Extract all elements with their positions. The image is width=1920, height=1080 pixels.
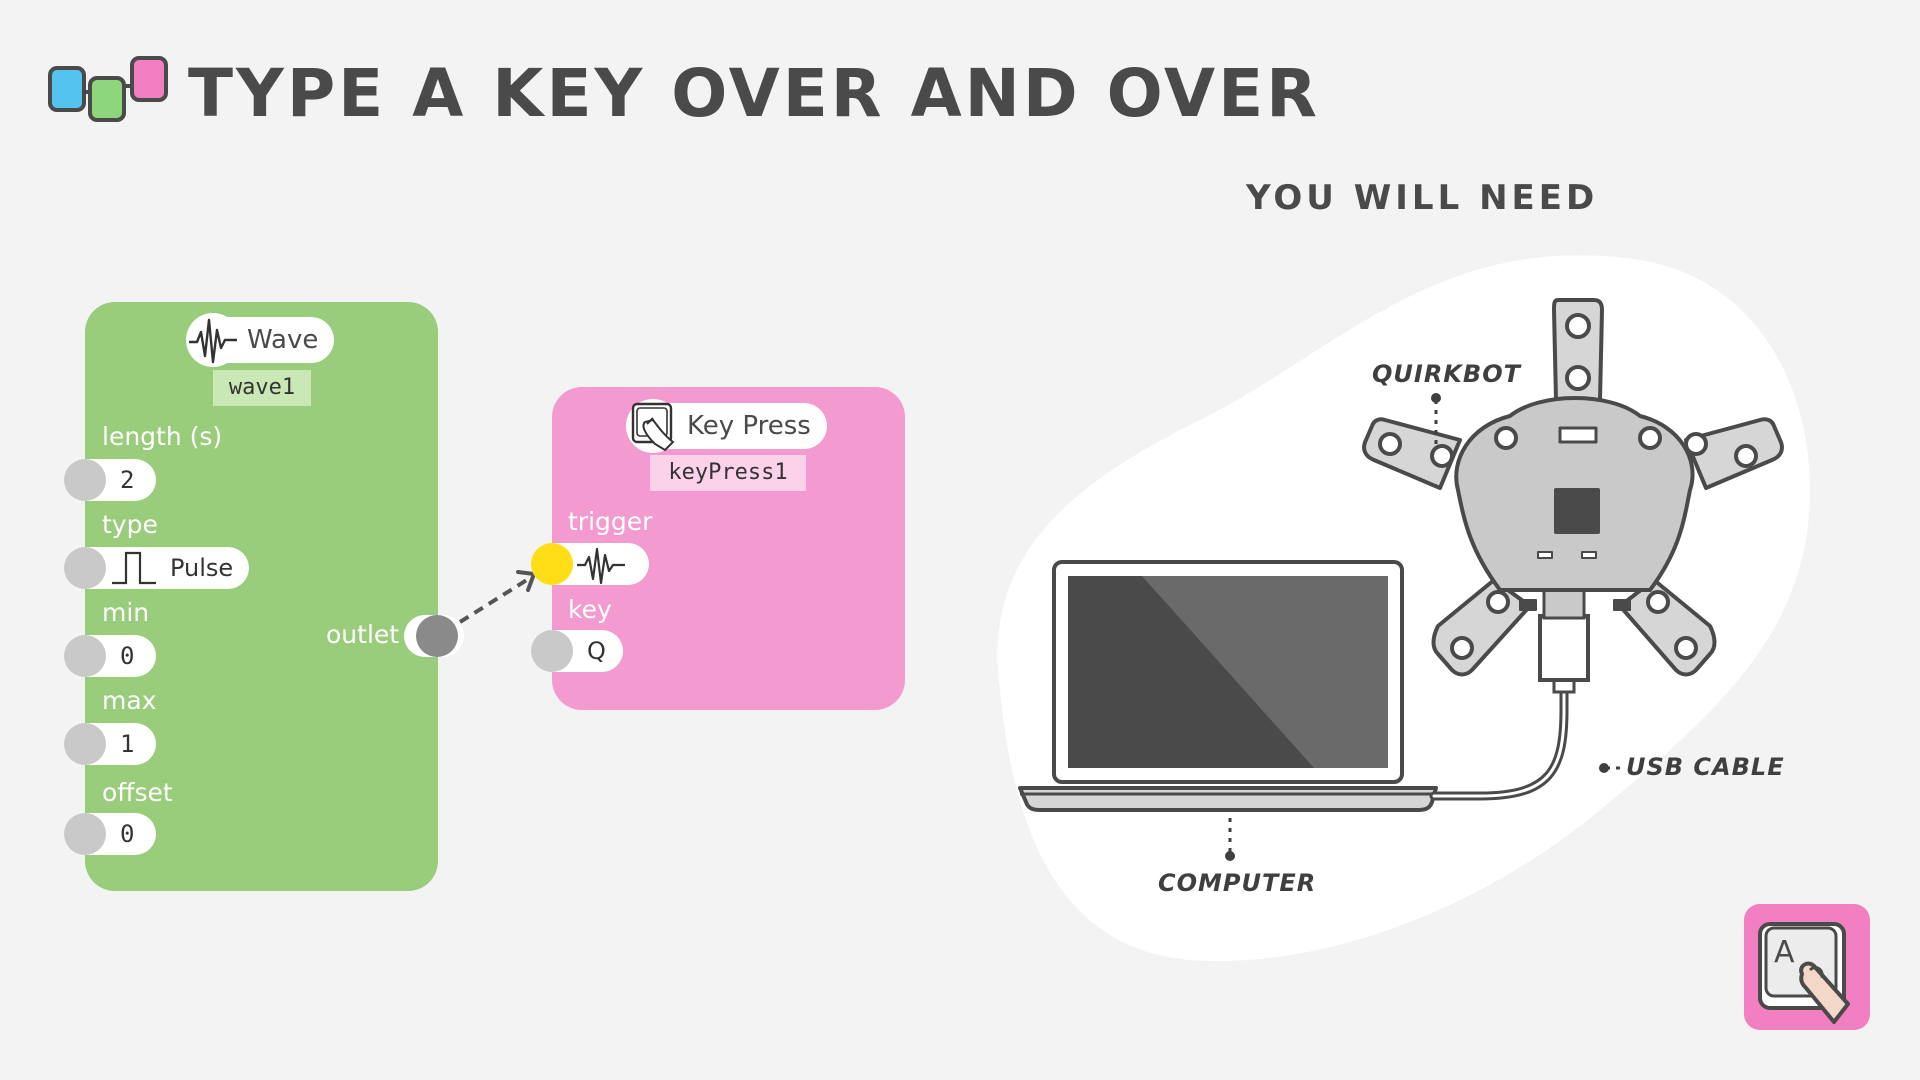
- key-letter: A: [1774, 935, 1795, 970]
- computer-illustration: [1018, 560, 1438, 812]
- callout-usb-cable: USB CABLE: [1626, 753, 1785, 781]
- wave-node-name: Wave: [247, 325, 319, 355]
- param-label-min: min: [102, 598, 150, 627]
- you-will-need-heading: YOU WILL NEED: [1246, 178, 1599, 218]
- outlet-label: outlet: [326, 620, 400, 649]
- page-title: TYPE A KEY OVER AND OVER: [188, 55, 1320, 132]
- param-port-offset[interactable]: 0: [64, 813, 156, 855]
- param-label-type: type: [102, 510, 158, 539]
- param-port-trigger[interactable]: [531, 543, 649, 585]
- inlet-knob[interactable]: [64, 723, 106, 765]
- key-press-node[interactable]: Key Press keyPress1 trigger key Q: [531, 387, 905, 710]
- param-port-key[interactable]: Q: [531, 630, 623, 672]
- wave-icon: [577, 547, 625, 585]
- key-press-node-id: keyPress1: [650, 455, 806, 491]
- inlet-knob[interactable]: [64, 635, 106, 677]
- wave-node-header[interactable]: Wave: [186, 313, 334, 367]
- you-will-need-illustration: [997, 255, 1810, 962]
- param-port-length[interactable]: 2: [64, 459, 156, 501]
- inlet-knob[interactable]: [64, 547, 106, 589]
- param-port-min[interactable]: 0: [64, 635, 156, 677]
- param-value-key[interactable]: Q: [587, 637, 606, 665]
- pulse-icon: [112, 551, 156, 585]
- key-press-node-header[interactable]: Key Press: [626, 399, 827, 453]
- param-port-type[interactable]: Pulse: [64, 547, 249, 589]
- quirkbot-illustration: [1362, 298, 1784, 677]
- usb-cable-illustration: [1429, 582, 1590, 801]
- callout-leaders: [1228, 400, 1620, 854]
- inlet-knob-active[interactable]: [531, 543, 573, 585]
- inlet-knob[interactable]: [64, 813, 106, 855]
- param-port-max[interactable]: 1: [64, 723, 156, 765]
- param-label-trigger: trigger: [568, 507, 653, 536]
- param-value-offset[interactable]: 0: [120, 820, 135, 848]
- outlet-knob[interactable]: [416, 615, 458, 657]
- param-label-offset: offset: [102, 778, 173, 807]
- inlet-knob[interactable]: [531, 630, 573, 672]
- param-value-min[interactable]: 0: [120, 642, 135, 670]
- wave-icon: [186, 313, 240, 367]
- key-press-icon: [626, 399, 680, 453]
- param-label-max: max: [102, 686, 157, 715]
- key-press-node-name: Key Press: [687, 411, 811, 441]
- param-value-type[interactable]: Pulse: [170, 554, 234, 582]
- callout-quirkbot: QUIRKBOT: [1372, 360, 1521, 388]
- param-value-max[interactable]: 1: [120, 730, 135, 758]
- callout-dots: [1225, 393, 1609, 861]
- quirkbot-blocks-logo-icon: [48, 56, 168, 122]
- inlet-knob[interactable]: [64, 459, 106, 501]
- param-label-length: length (s): [102, 422, 223, 451]
- param-value-length[interactable]: 2: [120, 466, 135, 494]
- callout-computer: COMPUTER: [1158, 869, 1317, 897]
- wave-node-id: wave1: [213, 370, 311, 406]
- wave-node[interactable]: Wave wave1 length (s) 2 type Pulse min 0…: [64, 302, 438, 891]
- param-label-key: key: [568, 595, 612, 624]
- keyboard-key-press-icon[interactable]: A: [1744, 904, 1870, 1030]
